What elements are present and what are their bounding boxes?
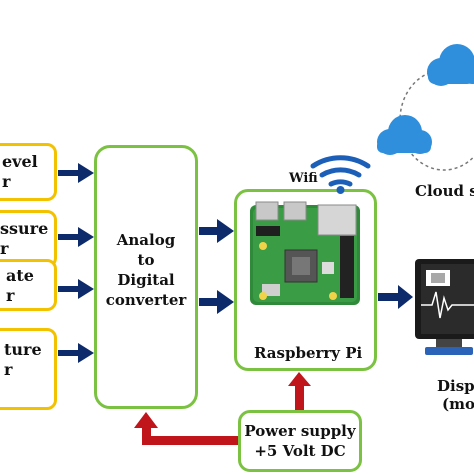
pressure-sensor-line1: ssure <box>0 219 49 238</box>
wifi-label: Wifi <box>289 171 318 186</box>
display-label-line1: Displ <box>437 377 474 395</box>
psu-to-rpi-arrow <box>288 372 311 410</box>
level-sensor-line2: r <box>2 172 11 191</box>
raspberry-pi-label: Raspberry Pi <box>254 344 363 362</box>
flow-rate-sensor-label: ate r <box>6 266 34 306</box>
adc-line3: Digital <box>117 271 175 289</box>
adc-to-rpi-arrow-1 <box>199 219 234 243</box>
temperature-sensor-box <box>0 328 57 410</box>
adc-box <box>94 145 198 409</box>
temperature-sensor-line1: ture <box>4 340 42 359</box>
level-sensor-box <box>0 143 57 201</box>
sensor-to-adc-arrow-2 <box>58 227 94 247</box>
level-sensor-line1: evel <box>2 152 38 171</box>
temperature-sensor-line2: r <box>4 360 13 379</box>
sensor-to-adc-arrow-3 <box>58 279 94 299</box>
adc-label: Analog to Digital converter <box>94 230 198 310</box>
adc-line4: converter <box>105 291 187 309</box>
flow-rate-sensor-line1: ate <box>6 266 34 285</box>
sensor-to-adc-arrow-1 <box>58 163 94 183</box>
cloud-service-label: Cloud se <box>415 182 474 200</box>
flow-rate-sensor-box <box>0 259 57 311</box>
display-label-line2: (mo <box>442 395 474 413</box>
cloud-icon-left <box>377 115 432 155</box>
power-supply-line1: Power supply <box>244 422 356 440</box>
adc-line2: to <box>137 251 155 269</box>
pressure-sensor-label: ssure r <box>0 219 48 259</box>
adc-to-rpi-arrow-2 <box>199 290 234 314</box>
cloud-network-ring <box>399 69 474 171</box>
power-supply-label: Power supply +5 Volt DC <box>238 421 362 461</box>
power-supply-line2: +5 Volt DC <box>254 442 346 460</box>
sensor-to-adc-arrow-4 <box>58 343 94 363</box>
adc-line1: Analog <box>116 231 176 249</box>
level-sensor-label: evel r <box>2 152 38 192</box>
wifi-icon <box>310 155 371 194</box>
power-supply-box <box>238 410 362 472</box>
rpi-to-display-arrow <box>378 285 413 309</box>
pressure-sensor-line2: r <box>0 239 9 258</box>
cloud-icon-top <box>427 44 474 86</box>
raspberry-pi-board-icon <box>250 201 360 305</box>
display-monitor-icon <box>415 259 474 355</box>
psu-to-adc-arrow <box>134 412 238 445</box>
temperature-sensor-label: ture r <box>4 340 42 380</box>
flow-rate-sensor-line2: r <box>6 286 15 305</box>
